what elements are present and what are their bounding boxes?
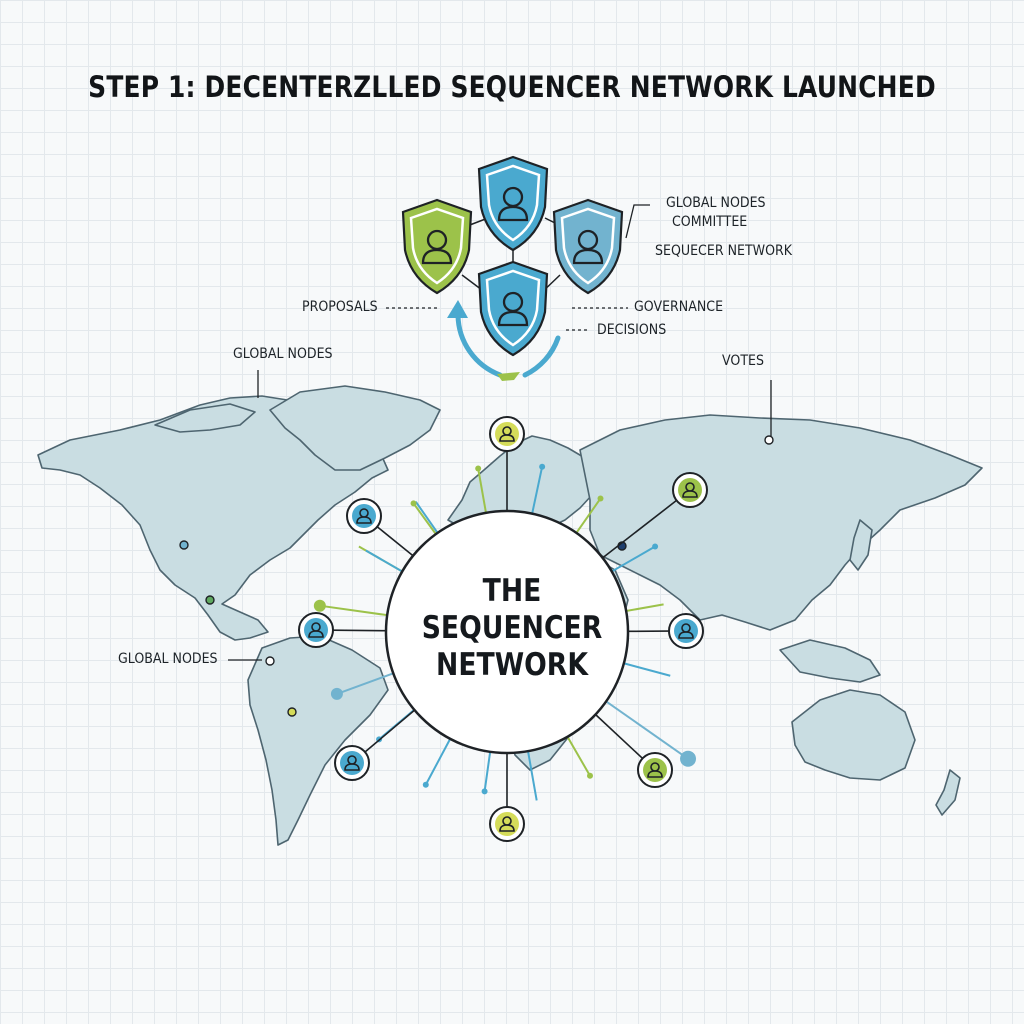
global-node-6 xyxy=(334,745,370,781)
global-nodes-top-label: GLOBAL NODES xyxy=(233,346,333,362)
global-node-3 xyxy=(672,472,708,508)
sequencer-network-label: SEQUECER NETWORK xyxy=(655,243,793,259)
shield-right xyxy=(552,198,624,295)
person-icon xyxy=(344,755,360,771)
person-icon xyxy=(308,622,324,638)
hub-ray-dot xyxy=(313,599,326,612)
leader-lines xyxy=(228,204,772,661)
person-icon xyxy=(499,816,515,832)
hub-label-line2: SEQUENCER xyxy=(421,610,603,646)
global-node-4 xyxy=(298,612,334,648)
person-icon xyxy=(678,623,694,639)
global-nodes-committee-label-2: COMMITTEE xyxy=(672,214,748,230)
node-spoke xyxy=(332,629,387,632)
hub-label: THE SEQUENCER NETWORK xyxy=(416,573,609,684)
cycle-arrow-icon xyxy=(447,300,561,381)
person-icon xyxy=(356,508,372,524)
shield-bottom xyxy=(477,260,549,357)
node-spoke xyxy=(376,526,414,557)
shield-cluster xyxy=(401,155,624,357)
hub-spokes xyxy=(332,451,678,807)
world-map xyxy=(37,385,983,846)
node-spoke xyxy=(594,713,644,759)
sequencer-hub xyxy=(384,509,630,755)
global-node-7 xyxy=(637,752,673,788)
node-spoke xyxy=(602,499,678,559)
global-node-1 xyxy=(489,416,525,452)
hub-ray-dot xyxy=(410,500,417,507)
hub-ray-dot xyxy=(680,750,697,767)
proposals-label: PROPOSALS xyxy=(302,299,378,315)
global-node-5 xyxy=(668,613,704,649)
hub-label-line1: THE xyxy=(482,573,542,609)
asia-landmass xyxy=(579,414,983,631)
hub-label-line3: NETWORK xyxy=(436,647,588,683)
person-icon xyxy=(682,482,698,498)
arctic-islands-landmass xyxy=(154,403,256,433)
votes-marker xyxy=(764,435,774,445)
hub-ray-dot xyxy=(330,687,343,700)
hub-ray-dot xyxy=(481,788,488,795)
global-nodes-committee-label-1: GLOBAL NODES xyxy=(666,195,766,211)
global-nodes-marker xyxy=(265,656,275,666)
hub-ray-dot xyxy=(422,781,429,788)
shield-left xyxy=(401,198,473,295)
page-title: STEP 1: DECENTERZLLED SEQUENCER NETWORK … xyxy=(88,70,936,104)
person-icon xyxy=(499,426,515,442)
southeast-asia-islands-landmass xyxy=(779,639,881,683)
greenland-landmass xyxy=(269,385,441,471)
south-america-landmass xyxy=(247,635,389,846)
governance-label: GOVERNANCE xyxy=(634,299,724,315)
hub-ray-dot xyxy=(652,543,659,550)
hub-ray-dot xyxy=(597,495,604,502)
japan-landmass xyxy=(849,519,873,571)
hub-ray-dot xyxy=(475,465,482,472)
australia-landmass xyxy=(791,689,916,781)
global-nodes-left-label: GLOBAL NODES xyxy=(118,651,218,667)
global-node-2 xyxy=(346,498,382,534)
shield-top xyxy=(477,155,549,252)
global-node-icons xyxy=(298,416,708,842)
votes-label: VOTES xyxy=(722,353,764,369)
hub-ray-dot xyxy=(539,463,546,470)
hub-ray-dot xyxy=(587,772,593,779)
global-node-8 xyxy=(489,806,525,842)
node-spoke xyxy=(364,709,416,753)
new-zealand-landmass xyxy=(935,769,961,816)
person-icon xyxy=(647,762,663,778)
decisions-label: DECISIONS xyxy=(597,322,667,338)
